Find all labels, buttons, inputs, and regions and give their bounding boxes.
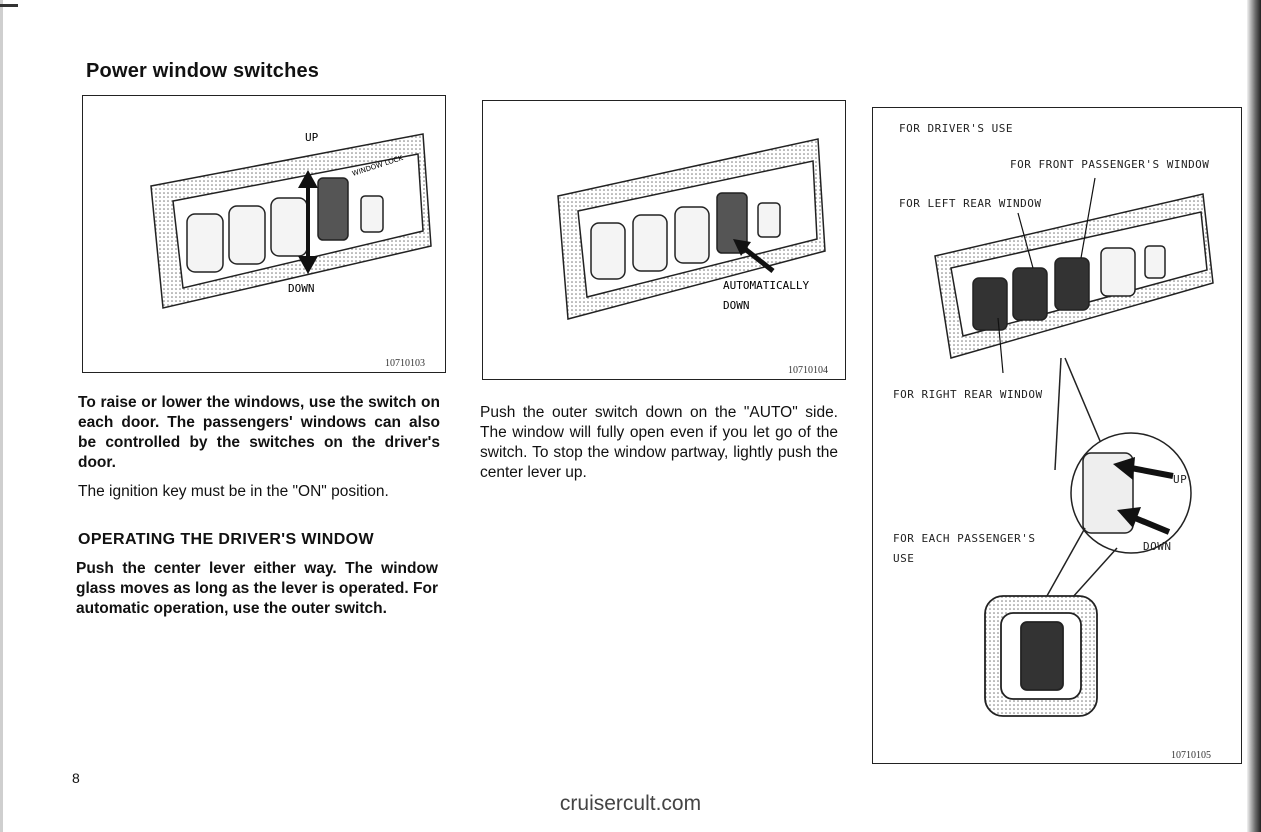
driver-passenger-illustration [934, 177, 1214, 717]
figure-number: 10710105 [1171, 750, 1211, 761]
figure-driver-and-passenger-switches: FOR DRIVER'S USE FOR FRONT PASSENGER'S W… [872, 107, 1242, 764]
page-number: 8 [72, 770, 80, 786]
passenger-switch [984, 595, 1098, 717]
up-down-arrow-icon [298, 170, 318, 274]
auto-paragraph: Push the outer switch down on the "AUTO"… [480, 404, 838, 481]
driver-switch-panel [934, 193, 1214, 359]
figure-auto-down: AUTOMATICALLY DOWN 10710104 [482, 100, 846, 380]
each-passenger-label-1: FOR EACH PASSENGER'S [893, 532, 1036, 545]
down-label: DOWN [1143, 540, 1172, 553]
down-label: DOWN [288, 282, 315, 295]
watermark-footer: cruisercult.com [559, 792, 702, 815]
auto-label-line1: AUTOMATICALLY [723, 279, 809, 292]
up-arrow-icon [1113, 457, 1174, 480]
switch-panel-illustration: WINDOW LOCK UP DOWN [150, 131, 432, 309]
figure-switch-panel-up-down: WINDOW LOCK UP DOWN 10710103 [82, 95, 446, 373]
page-edge [0, 0, 3, 832]
right-rear-label: FOR RIGHT REAR WINDOW [893, 388, 1043, 401]
operating-paragraph: Push the center lever either way. The wi… [76, 560, 438, 617]
figure-number: 10710103 [385, 358, 425, 369]
zoom-callout [1042, 357, 1192, 609]
figure-number: 10710104 [788, 365, 828, 376]
auto-arrow-icon [733, 239, 775, 273]
intro-paragraph: To raise or lower the windows, use the s… [78, 394, 440, 471]
down-arrow-icon [1117, 507, 1171, 535]
auto-switch-illustration: AUTOMATICALLY DOWN [557, 138, 826, 320]
window-switch-rockers [590, 192, 781, 280]
each-passenger-label-2: USE [893, 552, 915, 565]
front-passenger-label: FOR FRONT PASSENGER'S WINDOW [1010, 158, 1210, 171]
section-heading: OPERATING THE DRIVER'S WINDOW [78, 531, 374, 548]
page-binding-edge [1247, 0, 1261, 832]
up-label: UP [305, 131, 319, 144]
auto-label-line2: DOWN [723, 299, 750, 312]
left-rear-label: FOR LEFT REAR WINDOW [899, 197, 1042, 210]
drivers-use-label: FOR DRIVER'S USE [899, 122, 1013, 135]
ignition-paragraph: The ignition key must be in the "ON" pos… [78, 483, 389, 500]
corner-mark [0, 4, 18, 7]
page-title: Power window switches [86, 60, 320, 82]
pointer-lines [997, 177, 1096, 374]
up-label: UP [1173, 473, 1188, 486]
